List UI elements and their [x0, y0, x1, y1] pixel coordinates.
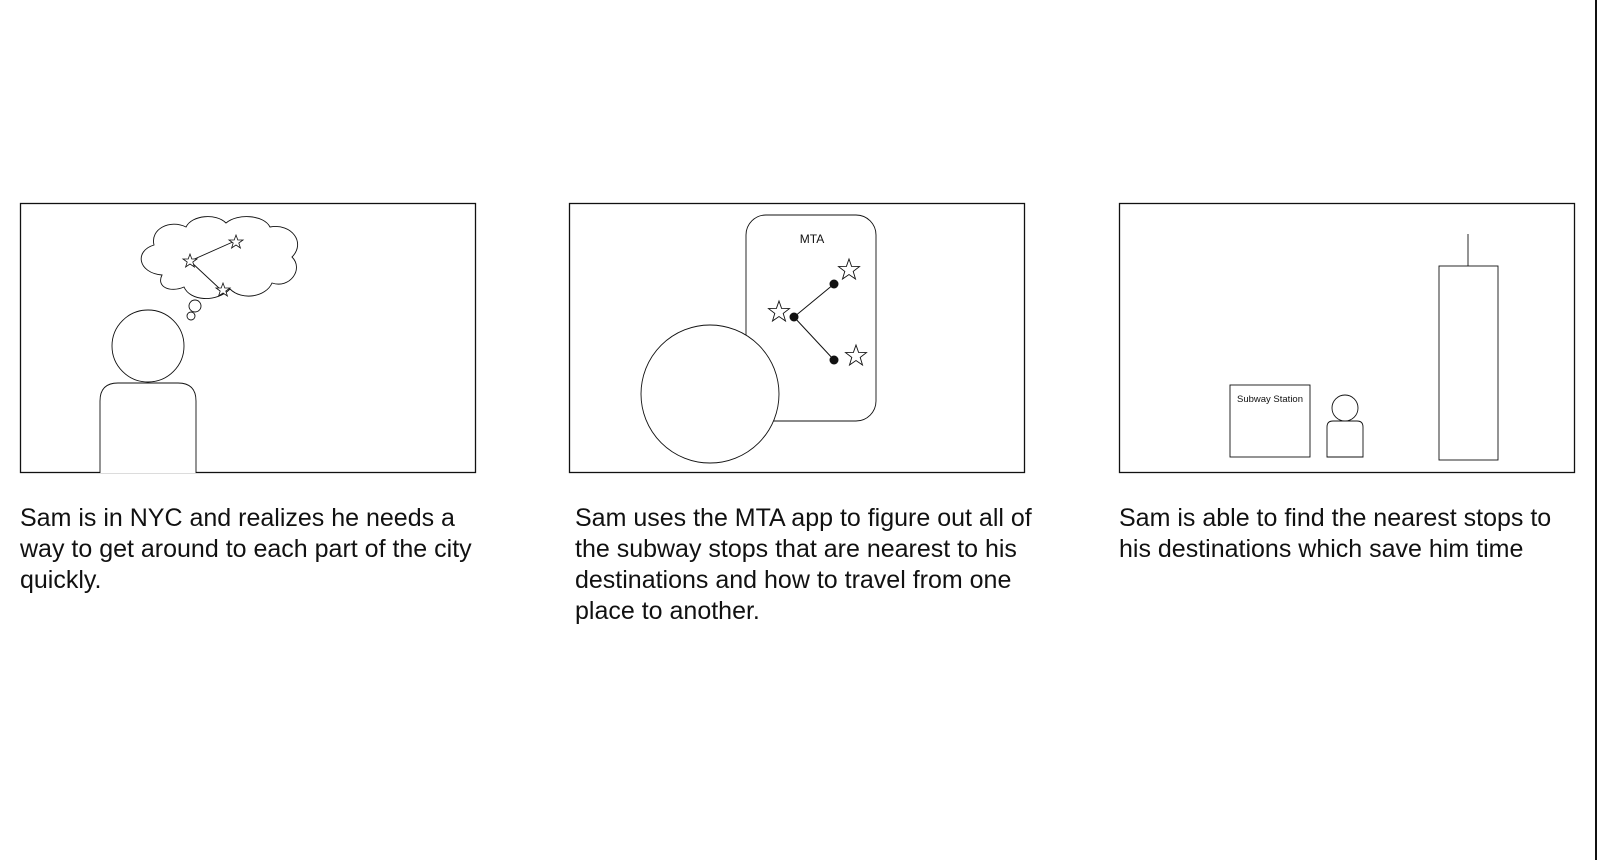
frame-1-illustration [19, 202, 477, 474]
frame-2-illustration: MTA [568, 202, 1026, 474]
star-icon [227, 233, 245, 249]
person-head-closeup [640, 324, 780, 464]
frame-border [1118, 202, 1576, 474]
filled-dot-icon [829, 355, 839, 365]
star-icon [844, 343, 868, 367]
person-body [99, 382, 197, 473]
star-icon [837, 257, 861, 281]
frame-border [568, 202, 1026, 474]
caption-panel-1: Sam is in NYC and realizes he needs a wa… [20, 504, 472, 594]
person-sam [99, 309, 197, 473]
skyscraper [1438, 234, 1499, 461]
person-head [1331, 394, 1359, 422]
person-sam [1326, 394, 1364, 458]
star-icon [181, 252, 199, 268]
storyboard-frame-3: Subway Station [1118, 202, 1576, 474]
frame-3-illustration: Subway Station [1118, 202, 1576, 474]
subway-station [1229, 384, 1311, 458]
thought-cloud [140, 216, 298, 321]
page-edge-divider [1595, 0, 1597, 860]
route-in-thought [181, 233, 245, 297]
caption-panel-2: Sam uses the MTA app to figure out all o… [575, 504, 1032, 625]
storyboard-frame-2: MTA [568, 202, 1026, 474]
phone-app-title: MTA [800, 232, 824, 246]
frame-border [19, 202, 477, 474]
subway-station-label: Subway Station [1237, 394, 1303, 405]
person-body [1326, 420, 1364, 458]
subway-route-map [767, 257, 868, 367]
caption-panel-3: Sam is able to find the nearest stops to… [1119, 504, 1552, 563]
person-head [111, 309, 185, 383]
filled-dot-icon [829, 279, 839, 289]
star-icon [767, 299, 791, 323]
star-icon [214, 281, 232, 297]
storyboard-frame-1 [19, 202, 477, 474]
filled-dot-icon [789, 312, 799, 322]
